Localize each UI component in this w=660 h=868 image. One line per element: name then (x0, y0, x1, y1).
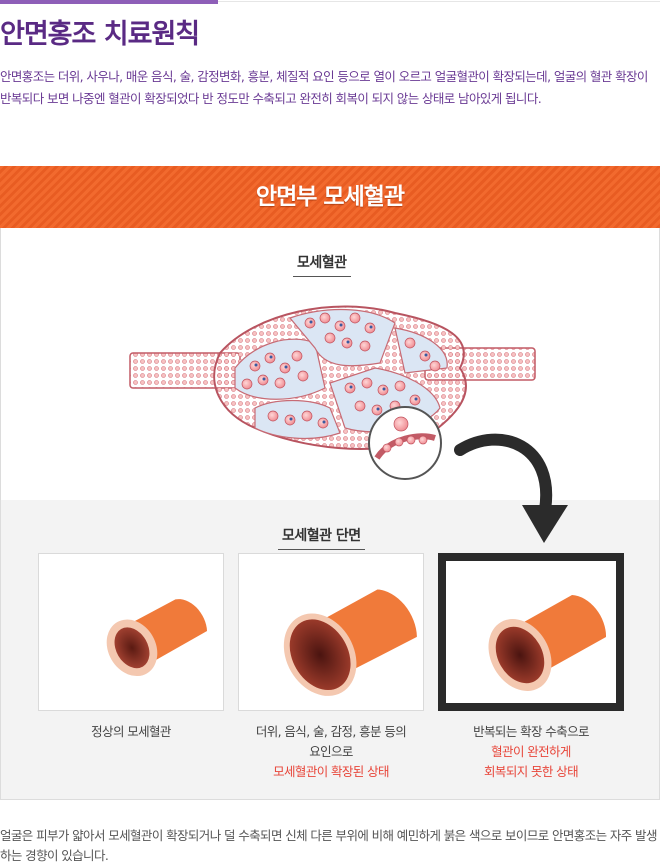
title-divider (218, 1, 660, 2)
normal-vessel-card (38, 553, 224, 711)
capillary-title: 모세혈관 (293, 252, 351, 277)
normal-vessel-icon (106, 599, 208, 677)
page-title: 안면홍조 치료원칙 (0, 19, 200, 50)
normal-vessel-caption: 정상의 모세혈관 (26, 722, 236, 742)
caption-line: 요인으로 (309, 744, 353, 759)
caption-highlight: 모세혈관이 확장된 상태 (273, 764, 389, 779)
banner-title: 안면부 모세혈관 (255, 184, 405, 210)
dilated-vessel-icon (283, 589, 417, 696)
cross-section-title-text: 모세혈관 단면 (282, 528, 361, 544)
footer-text: 얼굴은 피부가 얇아서 모세혈관이 확장되거나 덜 수축되면 신체 다른 부위에… (0, 828, 657, 863)
caption-highlight: 회복되지 못한 상태 (484, 764, 579, 779)
capillary-illustration (129, 305, 536, 480)
unrecovered-vessel-caption: 반복되는 확장 수축으로 혈관이 완전하게 회복되지 못한 상태 (426, 722, 636, 782)
cross-section-title: 모세혈관 단면 (278, 525, 365, 550)
unrecovered-vessel-card (438, 553, 624, 711)
dilated-vessel-card (238, 553, 424, 711)
title-accent-bar (0, 0, 218, 4)
dilated-vessel-caption: 더위, 음식, 술, 감정, 흥분 등의 요인으로 모세혈관이 확장된 상태 (226, 722, 436, 782)
zoom-arrow-icon (454, 433, 568, 543)
caption-line: 반복되는 확장 수축으로 (473, 724, 589, 739)
unrecovered-vessel-icon (488, 595, 607, 691)
caption-line: 정상의 모세혈관 (91, 724, 171, 739)
caption-line: 더위, 음식, 술, 감정, 흥분 등의 (255, 724, 407, 739)
intro-text: 안면홍조는 더위, 사우나, 매운 음식, 술, 감정변화, 흥분, 체질적 요… (0, 69, 648, 106)
capillary-title-text: 모세혈관 (297, 255, 347, 271)
caption-highlight: 혈관이 완전하게 (491, 744, 571, 759)
section-banner: 안면부 모세혈관 (0, 166, 660, 228)
